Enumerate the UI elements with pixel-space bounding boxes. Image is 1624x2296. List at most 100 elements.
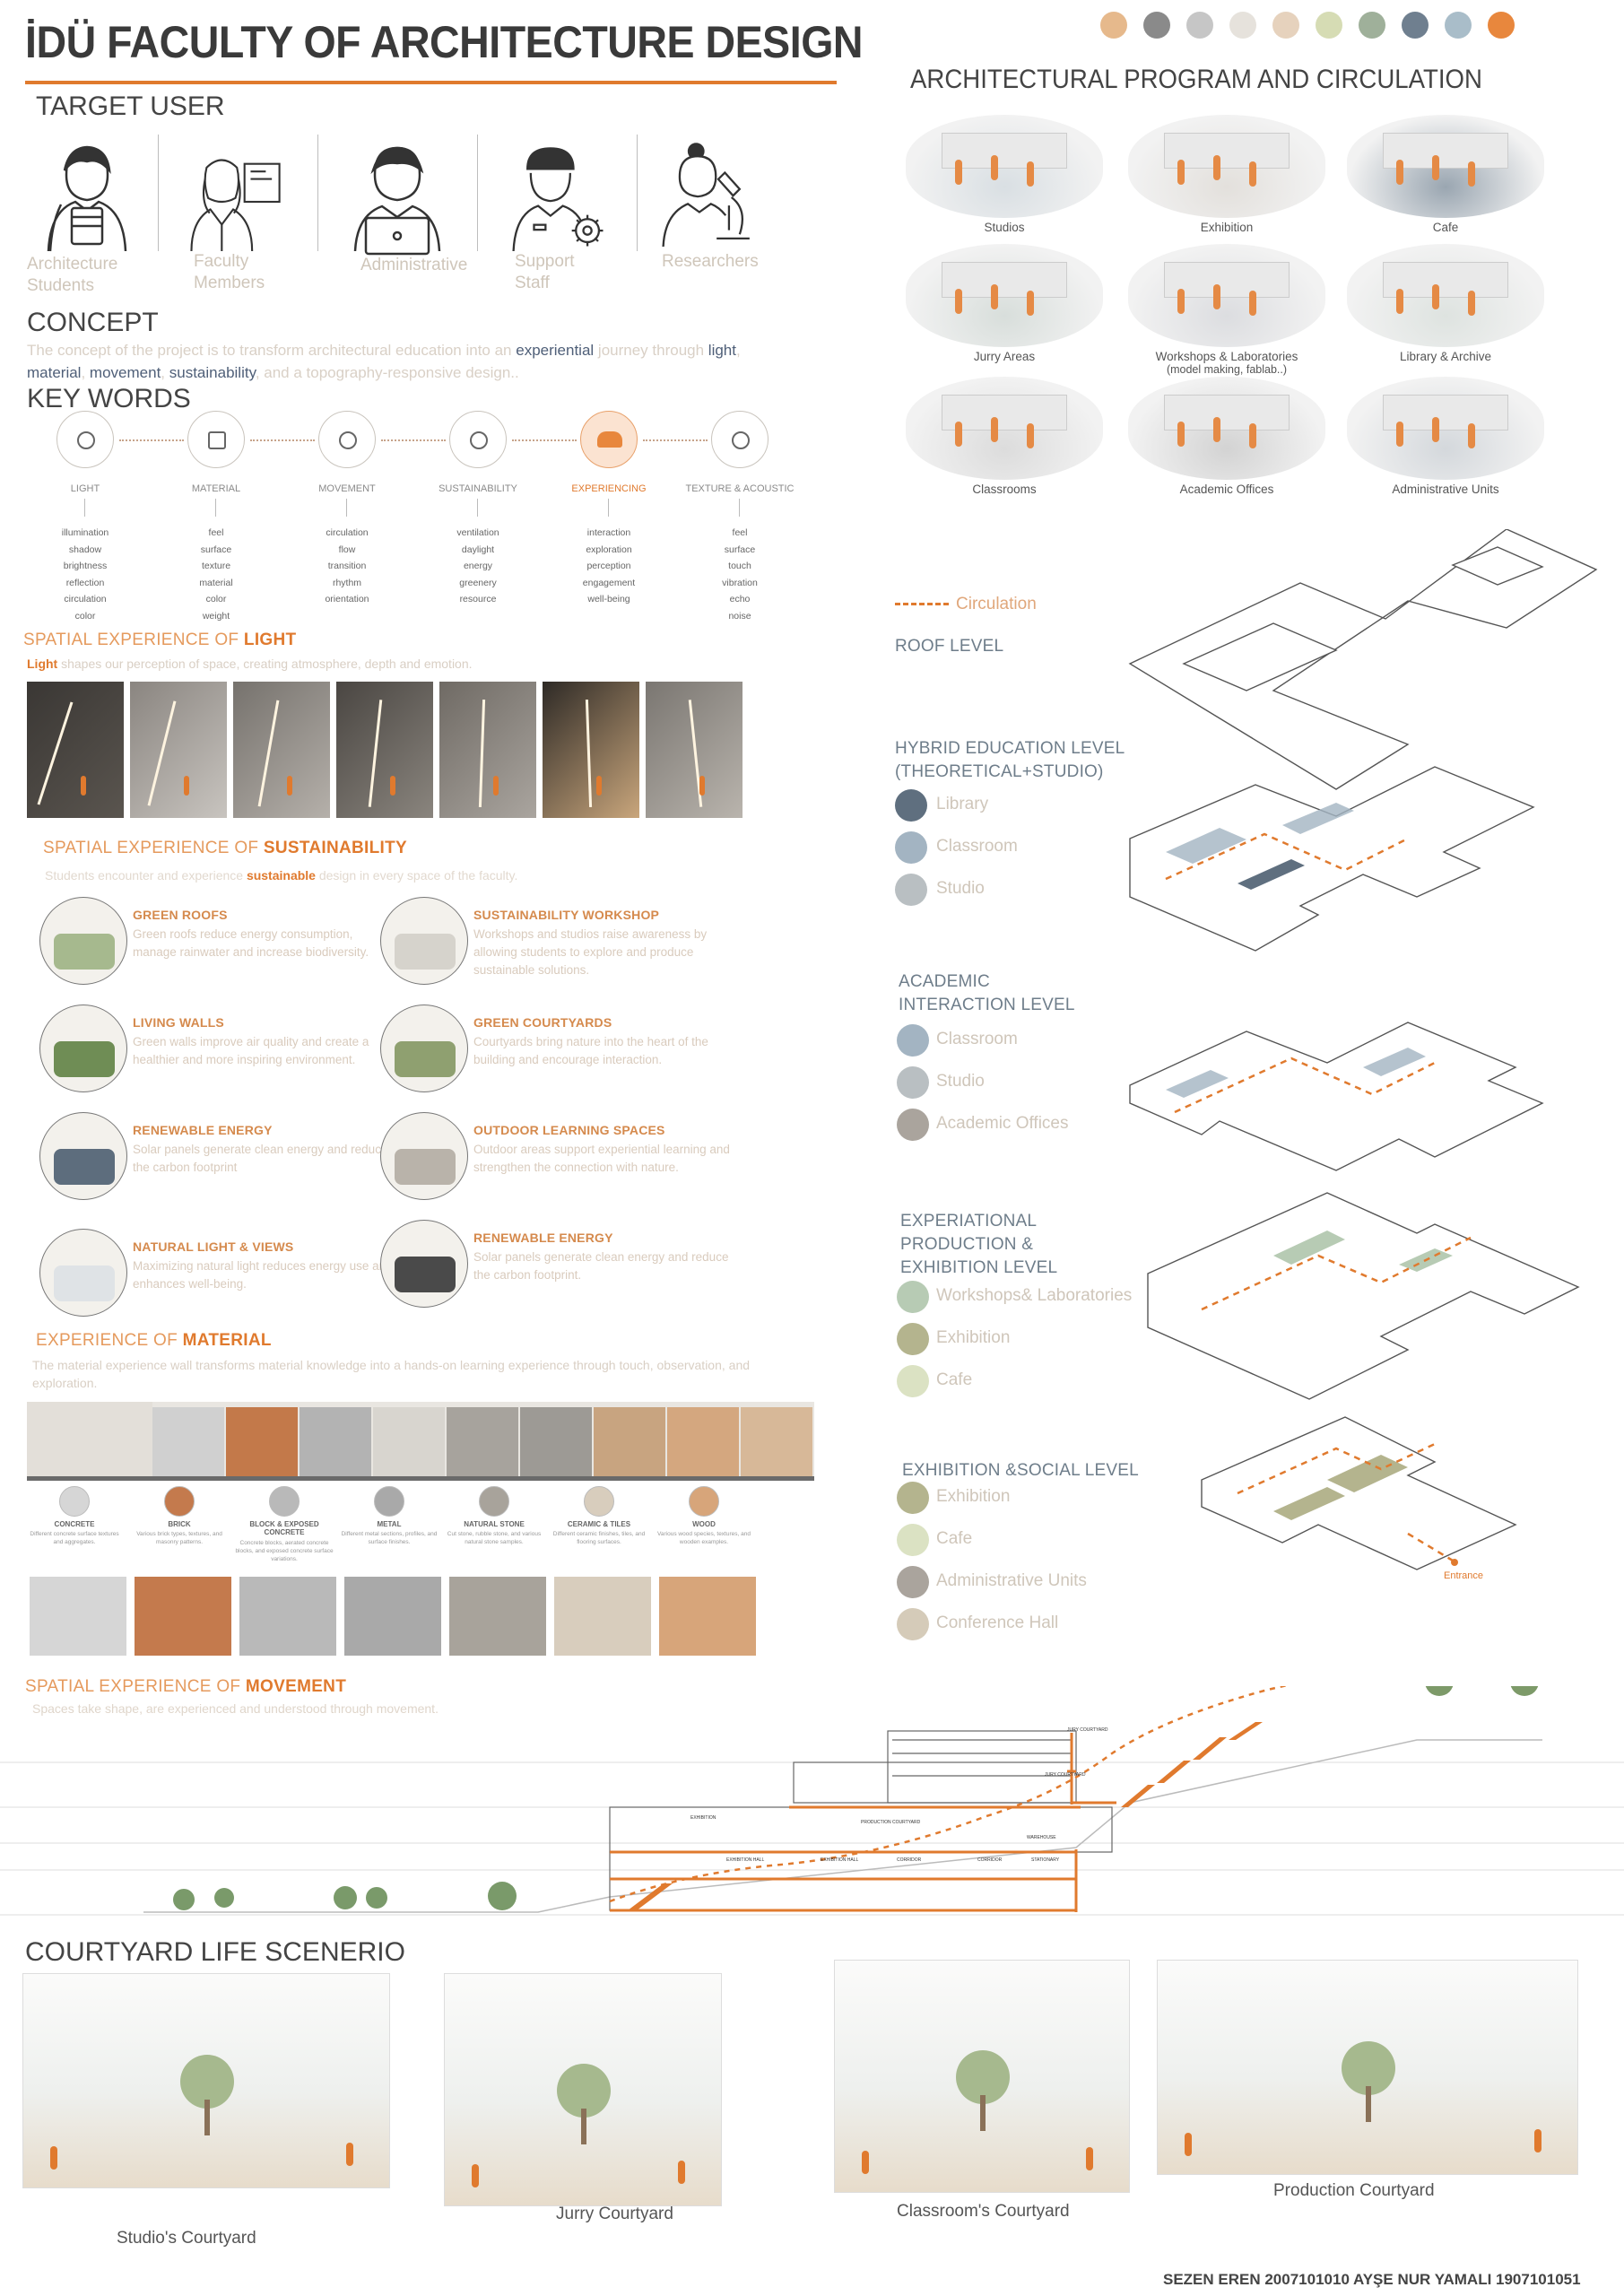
- palette-swatch: [1186, 12, 1213, 39]
- palette-swatch: [1359, 12, 1385, 39]
- movement-subtitle: Spaces take shape, are experienced and u…: [32, 1701, 439, 1716]
- sustainability-desc: Maximizing natural light reduces energy …: [133, 1259, 393, 1291]
- user-label-administrative: Administrative: [360, 256, 468, 274]
- light-subtitle: Light shapes our perception of space, cr…: [27, 657, 473, 671]
- worker-gear-icon: [512, 147, 604, 252]
- group-people-icon: [580, 411, 638, 468]
- material-wall-panel: [226, 1407, 298, 1476]
- material-icon: [59, 1486, 90, 1517]
- level-color-dot: [897, 1024, 929, 1057]
- level-space-label: Administrative Units: [936, 1571, 1087, 1590]
- keyword-word: flow: [338, 544, 356, 555]
- section-room-label: WAREHOUSE: [1027, 1835, 1056, 1840]
- level-space-label: Academic Offices: [936, 1114, 1069, 1133]
- material-desc: Cut stone, rubble stone, and various nat…: [447, 1531, 542, 1545]
- material-desc: Various wood species, textures, and wood…: [657, 1531, 751, 1545]
- laptop-user-icon: [353, 146, 441, 256]
- keyword-word: perception: [586, 561, 631, 571]
- level-color-dot: [895, 874, 927, 906]
- palette-swatch: [1272, 12, 1299, 39]
- level-space-label: Classroom: [936, 837, 1018, 856]
- courtyard-illustration: [1157, 1960, 1578, 2175]
- level-color-dot: [897, 1281, 929, 1313]
- title-underline: [25, 81, 837, 84]
- light-photo: [233, 682, 330, 818]
- keyword-word: feel: [732, 527, 748, 538]
- material-wall-panel: [300, 1407, 371, 1476]
- level-color-dot: [897, 1365, 929, 1397]
- keyword-word: rhythm: [332, 577, 362, 588]
- material-icon: [164, 1486, 195, 1517]
- entrance-label: Entrance: [1444, 1570, 1483, 1581]
- level-space-label: Exhibition: [936, 1487, 1011, 1506]
- keyword-word: resource: [459, 594, 497, 604]
- level-color-dot: [897, 1608, 929, 1640]
- keyword-word: greenery: [459, 577, 497, 588]
- divider: [637, 135, 638, 251]
- dots-grid-icon: [187, 411, 245, 468]
- level-color-dot: [897, 1524, 929, 1556]
- keyword-arrow: [215, 499, 216, 517]
- program-label: Library & Archive: [1399, 350, 1492, 363]
- sustainability-subtitle: Students encounter and experience sustai…: [45, 868, 518, 883]
- program-label: Studios: [984, 221, 1025, 234]
- program-label: Administrative Units: [1392, 483, 1499, 496]
- material-tile: [449, 1577, 546, 1656]
- keyword-word: daylight: [461, 544, 495, 555]
- target-user-heading: TARGET USER: [36, 91, 225, 121]
- keyword-word: circulation: [326, 527, 369, 538]
- sustainability-desc: Solar panels generate clean energy and r…: [133, 1143, 388, 1174]
- material-heading: EXPERIENCE OF MATERIAL: [36, 1331, 272, 1350]
- sun-icon: [56, 411, 114, 468]
- program-illustration: [906, 115, 1103, 218]
- keyword-word: color: [205, 594, 227, 604]
- palette-swatch: [1143, 12, 1170, 39]
- palette-swatch: [1100, 12, 1127, 39]
- sustainability-desc: Courtyards bring nature into the heart o…: [473, 1035, 708, 1066]
- material-icon: [584, 1486, 614, 1517]
- keyword-word: texture: [201, 561, 231, 571]
- sustainability-illustration: [380, 1220, 468, 1308]
- program-label: Cafe: [1432, 221, 1459, 234]
- program-illustration: [1347, 377, 1544, 480]
- sustainability-title: RENEWABLE ENERGY: [473, 1231, 613, 1245]
- keyword-word: echo: [729, 594, 751, 604]
- courtyard-illustration: [444, 1973, 722, 2206]
- user-label-researchers: Researchers: [662, 252, 759, 271]
- sustainability-title: OUTDOOR LEARNING SPACES: [473, 1123, 665, 1137]
- keywords-heading: KEY WORDS: [27, 384, 191, 413]
- sustainability-illustration: [39, 897, 127, 985]
- palette-swatch: [1445, 12, 1472, 39]
- roof-level-title: ROOF LEVEL: [895, 637, 1004, 656]
- section-room-label: JURY COURTYARD: [1045, 1772, 1086, 1778]
- material-name: WOOD: [692, 1520, 716, 1528]
- keyword-word: exploration: [586, 544, 632, 555]
- material-wall-panel: [667, 1407, 739, 1476]
- keyword-word: brightness: [63, 561, 108, 571]
- material-tile: [135, 1577, 231, 1656]
- material-desc: Different concrete surface textures and …: [30, 1531, 119, 1545]
- level-color-dot: [897, 1482, 929, 1514]
- keyword-word: illumination: [61, 527, 109, 538]
- program-illustration: [906, 377, 1103, 480]
- material-name: BRICK: [168, 1520, 191, 1528]
- palette-swatch: [1488, 12, 1515, 39]
- keyword-word: ventilation: [456, 527, 499, 538]
- footer-authors: SEZEN EREN 2007101010 AYŞE NUR YAMALI 19…: [1163, 2271, 1581, 2288]
- level-color-dot: [897, 1066, 929, 1099]
- program-illustration: [1347, 244, 1544, 347]
- material-icon: [269, 1486, 300, 1517]
- material-tile: [344, 1577, 441, 1656]
- light-photo: [543, 682, 639, 818]
- level-space-label: Exhibition: [936, 1328, 1011, 1347]
- keyword-arrow: [477, 499, 478, 517]
- divider: [477, 135, 478, 251]
- keyword-word: weight: [202, 610, 230, 622]
- program-label: Exhibition: [1200, 221, 1254, 234]
- keyword-title: TEXTURE & ACOUSTIC: [685, 483, 795, 494]
- material-wall-panel: [373, 1407, 445, 1476]
